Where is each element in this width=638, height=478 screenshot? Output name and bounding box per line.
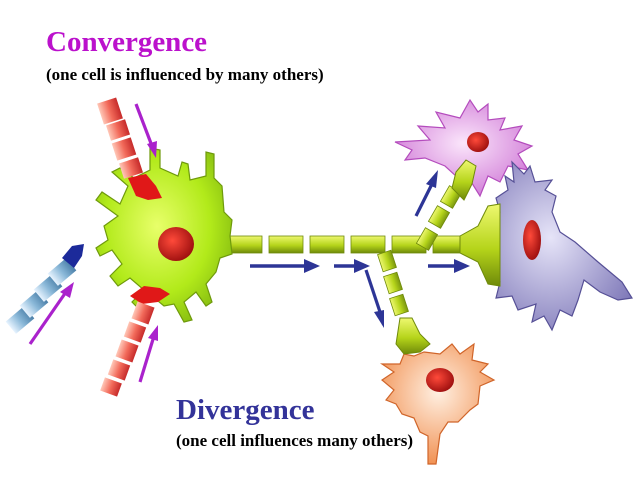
axon-terminal-right [459, 203, 501, 287]
divergence-arrow-mid [334, 259, 370, 273]
target-neuron-top [394, 98, 534, 198]
convergence-arrow-top [134, 103, 157, 158]
axon-branch-down [377, 249, 431, 355]
input-axon-top [97, 97, 162, 200]
input-axon-bottom [100, 286, 170, 397]
input-axon-top-terminal [128, 174, 162, 200]
convergence-arrows [28, 103, 158, 383]
divergence-arrow-main [250, 259, 320, 273]
central-neuron-nucleus [158, 227, 194, 261]
divergence-arrow-down [364, 269, 384, 328]
central-neuron [95, 147, 233, 323]
target-neuron-bottom-nucleus [426, 368, 454, 392]
input-axon-left-terminal [62, 244, 84, 268]
target-neuron-top-nucleus [467, 132, 489, 152]
divergence-subtitle: (one cell influences many others) [176, 431, 414, 450]
divergence-arrow-right [428, 259, 470, 273]
target-neuron-right [483, 160, 633, 332]
target-neuron-right-nucleus [523, 220, 541, 260]
convergence-arrow-bottom [138, 325, 158, 383]
target-neuron-top-body [394, 98, 534, 198]
target-neuron-bottom-body [380, 342, 496, 465]
divergence-arrow-up [414, 170, 438, 217]
convergence-title: Convergence [46, 26, 208, 58]
target-neuron-right-body [483, 160, 633, 332]
convergence-subtitle: (one cell is influenced by many others) [46, 65, 324, 84]
target-neuron-bottom [380, 342, 496, 465]
divergence-arrows [250, 170, 470, 328]
divergence-title: Divergence [176, 394, 315, 426]
axon-branch-up [415, 159, 477, 251]
axon-terminal-top [451, 159, 477, 201]
axon-terminal-bottom [395, 317, 431, 355]
input-axon-bottom-terminal [130, 286, 170, 304]
input-axon-left [5, 244, 84, 334]
main-axon [227, 203, 501, 287]
convergence-arrow-left [28, 282, 74, 345]
